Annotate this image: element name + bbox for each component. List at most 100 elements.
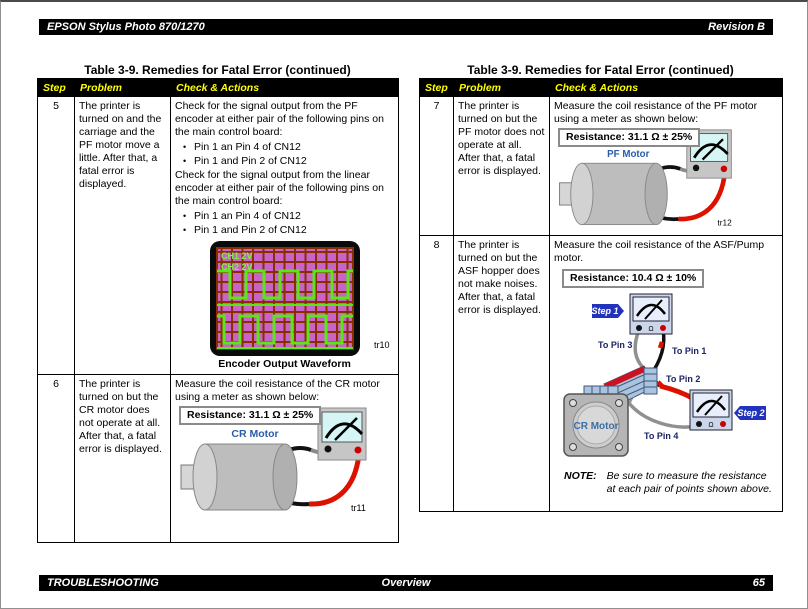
asf-motor-wiring-illustration: CR Motor Ω <box>563 293 766 457</box>
table-header-row: Step Problem Check & Actions <box>419 78 783 97</box>
left-table-title: Table 3-9. Remedies for Fatal Error (con… <box>84 63 351 77</box>
step2-text: Step 2 <box>737 408 764 418</box>
bullet-icon: • <box>183 211 187 221</box>
meter-needle <box>701 138 724 161</box>
col-header-step: Step <box>37 78 75 97</box>
col-header-problem: Problem <box>74 78 171 97</box>
table-row-step8: 8 The printer is turned on but the ASF h… <box>419 235 783 512</box>
screw-icon <box>615 399 623 407</box>
col-header-check: Check & Actions <box>549 78 783 97</box>
to-pin1-label: To Pin 1 <box>672 346 706 356</box>
test-lead-red <box>308 453 362 507</box>
step-number: 5 <box>37 96 75 375</box>
bullet-icon: • <box>183 142 187 152</box>
header-bar: EPSON Stylus Photo 870/1270 Revision B <box>39 19 773 35</box>
check-paragraph: Measure the coil resistance of the CR mo… <box>175 378 380 403</box>
to-pin3-label: To Pin 3 <box>598 340 632 350</box>
bullet-item: • Pin 1 an Pin 4 of CN12 <box>183 141 394 154</box>
screw-icon <box>569 399 577 407</box>
right-table-title: Table 3-9. Remedies for Fatal Error (con… <box>467 63 734 77</box>
check-actions-cell: Check for the signal output from the PF … <box>170 96 399 375</box>
check-paragraph: Measure the coil resistance of the PF mo… <box>554 100 758 125</box>
footer-bar: TROUBLESHOOTING Overview 65 <box>39 575 773 591</box>
check-paragraph-linear-encoder: Check for the signal output from the lin… <box>175 169 384 207</box>
scope-channel1-label: CH1 2V <box>221 251 253 261</box>
step-number: 6 <box>37 374 75 543</box>
step2-arrow-icon <box>734 406 766 420</box>
resistance-box: Resistance: 10.4 Ω ± 10% <box>562 269 705 288</box>
bullet-text: Pin 1 an Pin 4 of CN12 <box>194 210 301 222</box>
test-lead-red <box>678 172 728 222</box>
meter-scale-arc <box>693 143 729 159</box>
col-header-problem: Problem <box>453 78 550 97</box>
motor-end-cap <box>272 443 298 511</box>
to-pin2-label: To Pin 2 <box>666 374 700 384</box>
dc-motor-illustration <box>559 162 668 226</box>
note-text: Be sure to measure the resistance at eac… <box>606 470 772 495</box>
screw-icon <box>569 443 577 451</box>
asf-pump-motor-measure-figure: CR Motor Ω <box>554 290 778 462</box>
motor-meter-illustration: PF Motor tr12 <box>559 129 732 228</box>
resistance-box: Resistance: 31.1 Ω ± 25% <box>179 406 322 425</box>
meter-needle <box>704 395 723 416</box>
meter-needle <box>644 299 663 320</box>
bullet-icon: • <box>183 156 187 166</box>
motor-label: CR Motor <box>574 421 619 432</box>
bullet-text: Pin 1 and Pin 2 of CN12 <box>194 224 307 236</box>
ribbon-red-stripe <box>604 366 647 389</box>
footer-subsection: Overview <box>381 577 431 589</box>
product-title: EPSON Stylus Photo 870/1270 <box>47 21 205 33</box>
right-remedies-table: Step Problem Check & Actions 7 The print… <box>419 78 783 512</box>
bullet-item: • Pin 1 an Pin 4 of CN12 <box>183 210 394 223</box>
multimeter-step2-illustration: Ω <box>689 389 733 431</box>
table-header-row: Step Problem Check & Actions <box>37 78 399 97</box>
screw-icon <box>615 443 623 451</box>
trace-ch1 <box>216 269 353 300</box>
motor-end-cap <box>644 162 668 226</box>
motor-front-face <box>570 162 594 226</box>
dc-motor-illustration <box>180 443 298 511</box>
trace-ch2 <box>216 314 353 345</box>
figure-id: tr10 <box>373 340 390 350</box>
col-header-step: Step <box>419 78 454 97</box>
motor-housing-face <box>576 405 616 445</box>
motor-meter-illustration: CR Motor tr11 <box>180 407 367 513</box>
stepper-motor-illustration: CR Motor <box>563 393 629 457</box>
multimeter-illustration <box>317 407 367 461</box>
resistance-box: Resistance: 31.1 Ω ± 25% <box>558 128 701 147</box>
problem-text: The printer is turned on but the ASF hop… <box>453 235 550 512</box>
meter-scale-arc <box>695 399 727 413</box>
motor-label: CR Motor <box>231 428 278 440</box>
bullet-item: • Pin 1 and Pin 2 of CN12 <box>183 224 394 237</box>
footer-page-number: 65 <box>752 577 765 589</box>
scope-traces <box>216 269 353 349</box>
check-actions-cell: Measure the coil resistance of the CR mo… <box>170 374 399 543</box>
meter-needle <box>334 417 358 441</box>
red-collar <box>657 341 665 349</box>
problem-text: The printer is turned on but the PF moto… <box>453 96 550 236</box>
multimeter-step1-illustration: Ω <box>629 293 673 335</box>
oscilloscope-screen-illustration: CH1 2V CH2 2V <box>209 241 360 356</box>
step1-text: Step 1 <box>591 306 618 316</box>
note-label: NOTE: <box>564 470 597 482</box>
bullet-icon: • <box>183 225 187 235</box>
step-number: 7 <box>419 96 454 236</box>
to-pin4-label: To Pin 4 <box>644 431 678 441</box>
table-row-step5: 5 The printer is turned on and the carri… <box>37 96 399 375</box>
revision-label: Revision B <box>708 21 765 33</box>
figure-id: tr11 <box>351 503 366 513</box>
motor-front-face <box>192 443 218 511</box>
meter-scale-arc <box>324 422 364 439</box>
check-actions-cell: Measure the coil resistance of the PF mo… <box>549 96 783 236</box>
bullet-text: Pin 1 an Pin 4 of CN12 <box>194 141 301 153</box>
pf-motor-measure-figure: PF Motor tr12 Resistance: 31.1 Ω ± 25% <box>554 128 778 232</box>
step2-arrow-label: Step 2 <box>734 406 766 420</box>
problem-text: The printer is turned on but the CR moto… <box>74 374 171 543</box>
oscilloscope-figure: CH1 2V CH2 2V tr10 <box>209 241 390 356</box>
step1-arrow-label: Step 1 <box>591 304 624 318</box>
col-header-check: Check & Actions <box>170 78 399 97</box>
step-number: 8 <box>419 235 454 512</box>
left-remedies-table: Step Problem Check & Actions 5 The print… <box>37 78 399 543</box>
problem-text: The printer is turned on and the carriag… <box>74 96 171 375</box>
